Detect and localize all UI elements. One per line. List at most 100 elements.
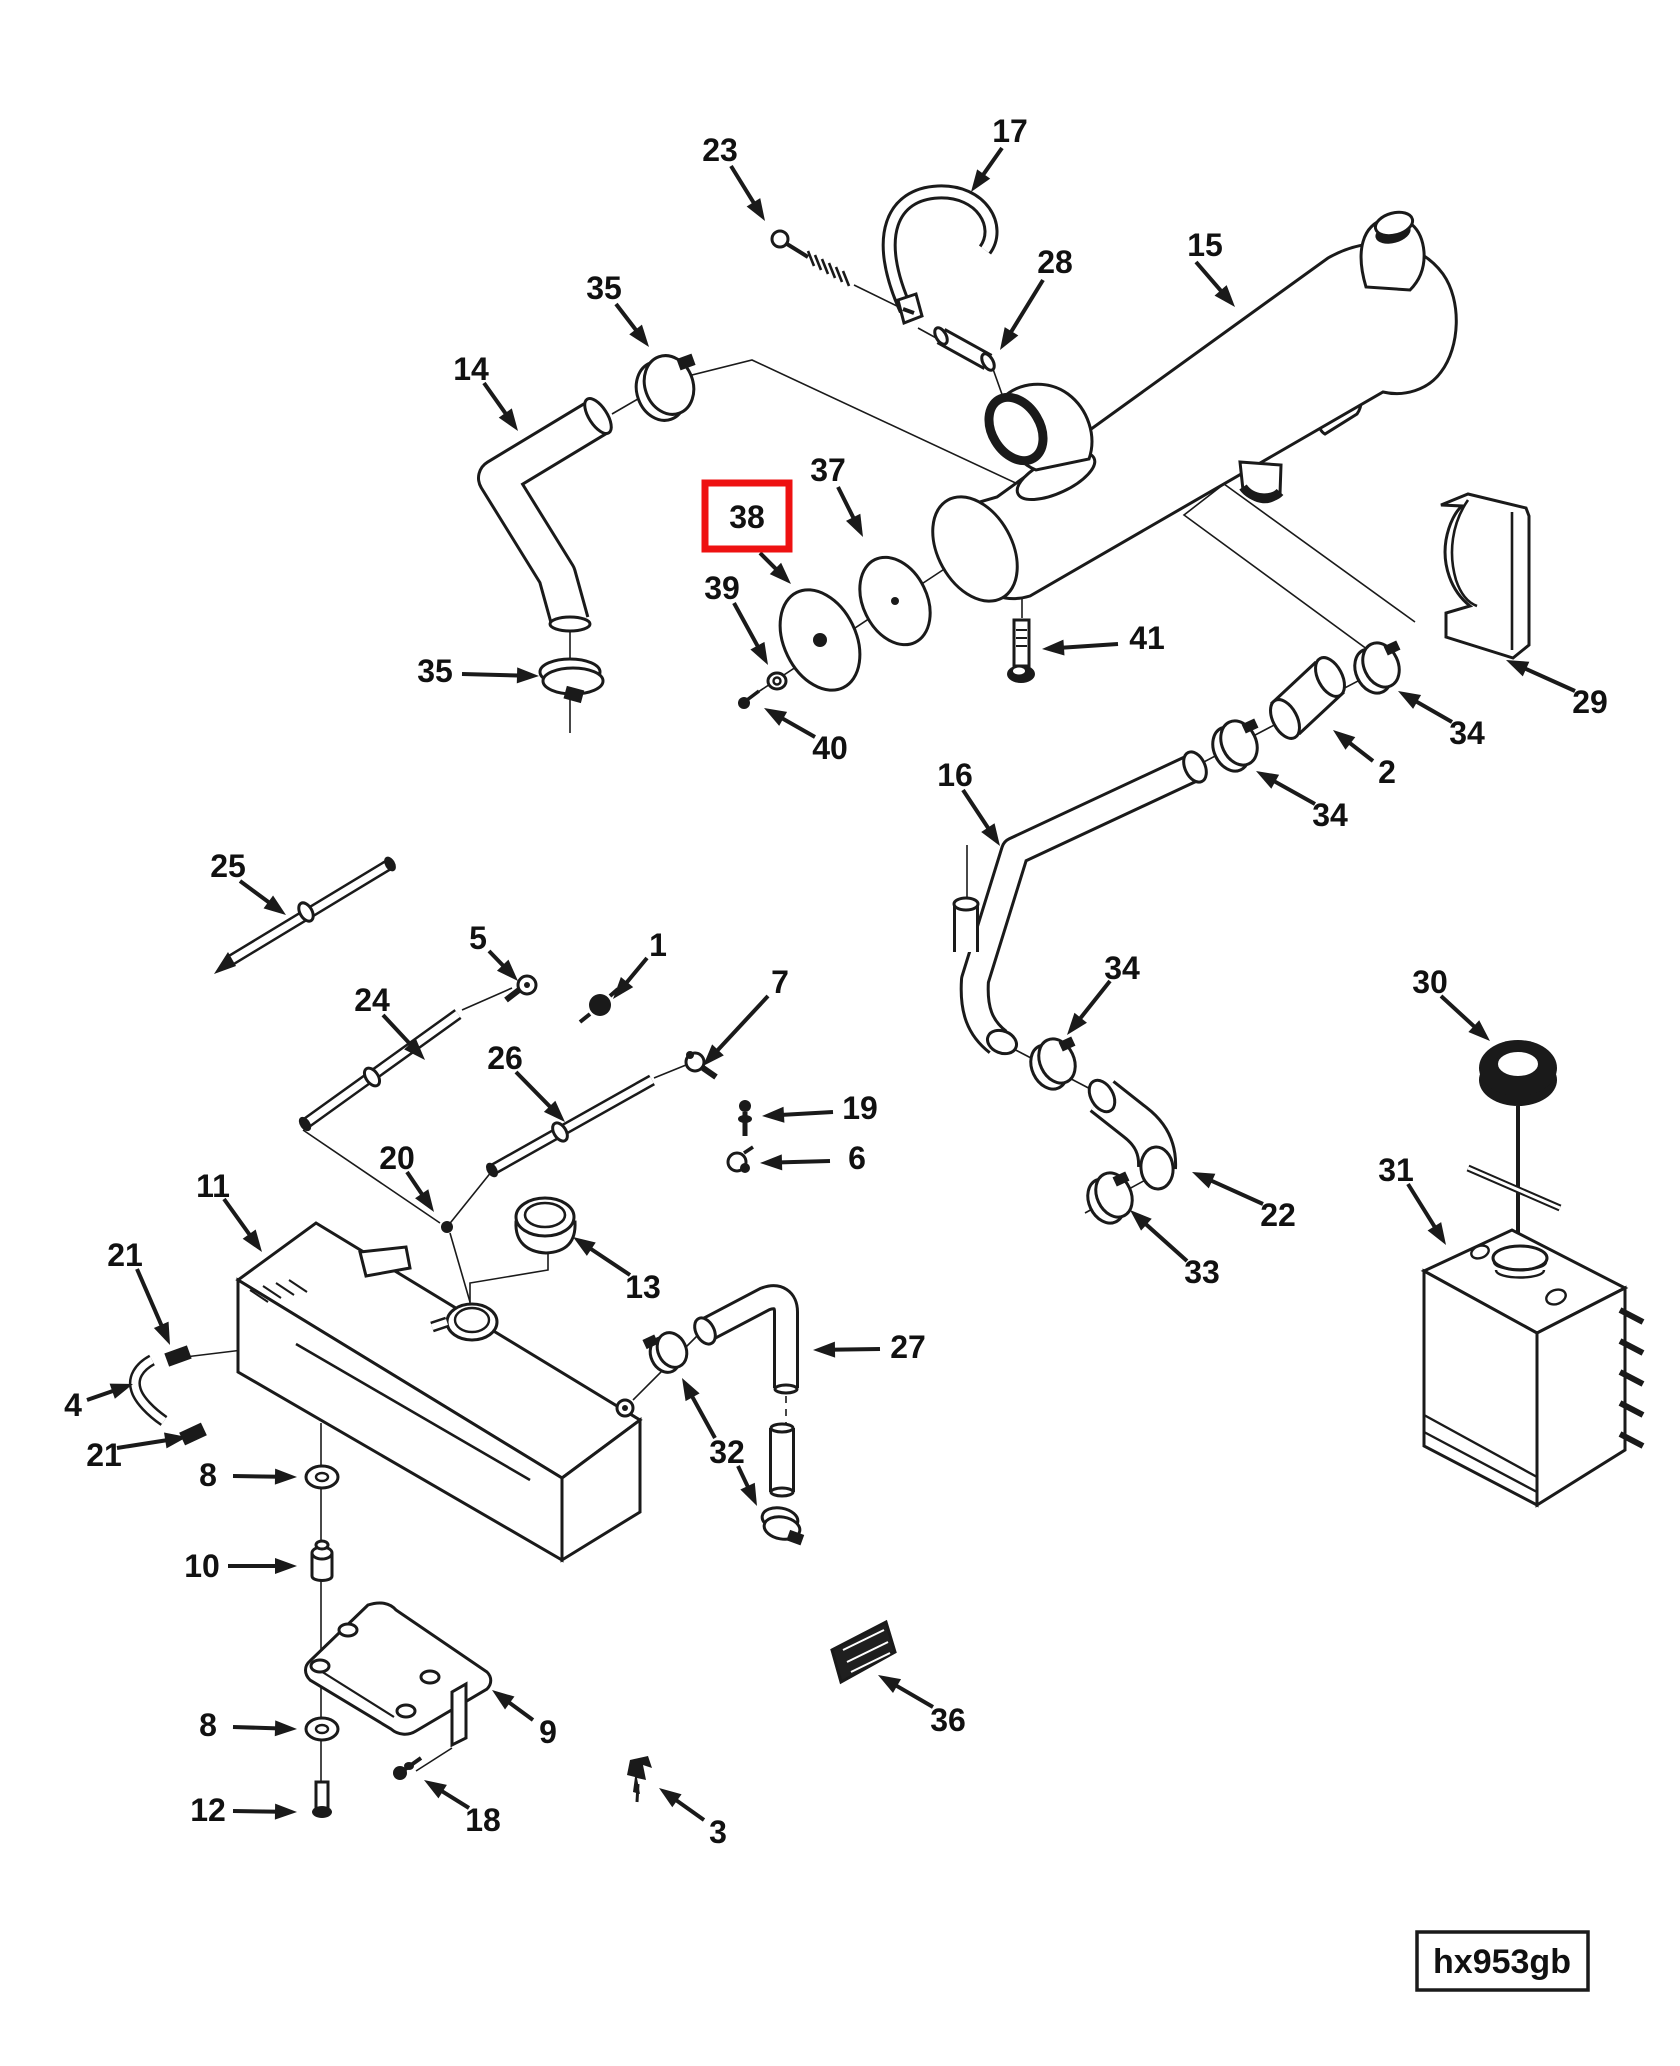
callout-22-34[interactable]: 22: [1192, 1172, 1296, 1233]
callout-label-40[interactable]: 40: [812, 730, 848, 766]
callout-label-29[interactable]: 29: [1572, 684, 1608, 720]
callout-29-12[interactable]: 29: [1506, 660, 1608, 720]
callout-26-22[interactable]: 26: [487, 1040, 565, 1122]
callout-21-30[interactable]: 21: [107, 1237, 170, 1345]
callout-label-19[interactable]: 19: [842, 1090, 878, 1126]
callout-27-32[interactable]: 27: [813, 1329, 926, 1365]
callout-40-10[interactable]: 40: [764, 708, 848, 766]
callout-36-42[interactable]: 36: [878, 1675, 966, 1738]
callout-label-31[interactable]: 31: [1378, 1152, 1414, 1188]
callout-13-29[interactable]: 13: [573, 1237, 661, 1305]
callout-label-32[interactable]: 32: [709, 1434, 745, 1470]
callout-23-0[interactable]: 23: [702, 132, 765, 221]
callout-label-24[interactable]: 24: [354, 982, 390, 1018]
callout-35-9[interactable]: 35: [417, 653, 539, 689]
callout-8-41[interactable]: 8: [199, 1707, 297, 1743]
callout-arrowhead: [492, 1690, 515, 1710]
callout-17-1[interactable]: 17: [971, 113, 1028, 192]
callout-41-11[interactable]: 41: [1042, 620, 1165, 656]
callout-label-33[interactable]: 33: [1184, 1254, 1220, 1290]
callout-label-17[interactable]: 17: [992, 113, 1028, 149]
callout-9-40[interactable]: 9: [492, 1690, 557, 1750]
callout-34-13[interactable]: 34: [1398, 691, 1485, 751]
callout-5-18[interactable]: 5: [469, 920, 518, 981]
callout-30-27[interactable]: 30: [1412, 964, 1490, 1041]
callout-39-8[interactable]: 39: [704, 570, 768, 665]
callout-11-28[interactable]: 11: [196, 1168, 262, 1252]
callout-34-15[interactable]: 34: [1256, 771, 1348, 833]
callout-label-38[interactable]: 38: [729, 499, 765, 535]
callout-label-1[interactable]: 1: [649, 927, 667, 963]
callout-15-3[interactable]: 15: [1187, 227, 1235, 307]
callout-label-36[interactable]: 36: [930, 1702, 966, 1738]
callout-label-34[interactable]: 34: [1104, 950, 1140, 986]
callout-label-7[interactable]: 7: [771, 964, 789, 1000]
callout-18-44[interactable]: 18: [424, 1780, 501, 1838]
callout-2-14[interactable]: 2: [1333, 730, 1396, 790]
callout-label-30[interactable]: 30: [1412, 964, 1448, 1000]
callout-label-25[interactable]: 25: [210, 848, 246, 884]
callout-4-33[interactable]: 4: [64, 1383, 133, 1423]
muffler-end-opening: [931, 495, 1019, 603]
callout-label-3[interactable]: 3: [709, 1814, 727, 1850]
callout-label-28[interactable]: 28: [1037, 244, 1073, 280]
callout-37-6[interactable]: 37: [810, 452, 863, 537]
callout-38-7[interactable]: 38: [701, 479, 793, 584]
callout-19-23[interactable]: 19: [762, 1090, 878, 1126]
callout-label-41[interactable]: 41: [1129, 620, 1165, 656]
callout-25-17[interactable]: 25: [210, 848, 286, 915]
callout-label-22[interactable]: 22: [1260, 1197, 1296, 1233]
callout-7-20[interactable]: 7: [703, 964, 789, 1066]
callout-label-14[interactable]: 14: [453, 351, 489, 387]
callout-34-26[interactable]: 34: [1067, 950, 1140, 1035]
callout-3-45[interactable]: 3: [659, 1788, 727, 1850]
callout-label-16[interactable]: 16: [937, 757, 973, 793]
callout-label-8[interactable]: 8: [199, 1707, 217, 1743]
callout-24-21[interactable]: 24: [354, 982, 425, 1060]
callout-1-19[interactable]: 1: [613, 927, 667, 999]
callout-label-15[interactable]: 15: [1187, 227, 1223, 263]
callout-10-39[interactable]: 10: [184, 1548, 297, 1584]
callout-14-5[interactable]: 14: [453, 351, 518, 431]
callout-label-9[interactable]: 9: [539, 1714, 557, 1750]
callout-arrowhead: [263, 895, 286, 915]
callout-label-27[interactable]: 27: [890, 1329, 926, 1365]
callout-31-31[interactable]: 31: [1378, 1152, 1446, 1245]
callout-label-6[interactable]: 6: [848, 1140, 866, 1176]
callout-label-35[interactable]: 35: [417, 653, 453, 689]
callout-label-34[interactable]: 34: [1449, 715, 1485, 751]
callout-label-18[interactable]: 18: [465, 1802, 501, 1838]
callout-label-12[interactable]: 12: [190, 1792, 226, 1828]
callout-label-2[interactable]: 2: [1378, 754, 1396, 790]
callout-label-26[interactable]: 26: [487, 1040, 523, 1076]
callout-label-23[interactable]: 23: [702, 132, 738, 168]
callout-arrowhead: [1192, 1172, 1216, 1189]
callout-label-13[interactable]: 13: [625, 1269, 661, 1305]
callout-arrow-line: [890, 1681, 935, 1709]
callout-label-34[interactable]: 34: [1312, 797, 1348, 833]
callout-label-39[interactable]: 39: [704, 570, 740, 606]
tank-top-notch: [358, 1245, 412, 1278]
callout-28-2[interactable]: 28: [1000, 244, 1073, 350]
callout-label-5[interactable]: 5: [469, 920, 487, 956]
callout-arrow-line: [687, 1391, 717, 1439]
callout-12-43[interactable]: 12: [190, 1792, 297, 1828]
callout-label-20[interactable]: 20: [379, 1140, 415, 1176]
callout-8-37[interactable]: 8: [199, 1457, 297, 1493]
callout-label-10[interactable]: 10: [184, 1548, 220, 1584]
callout-35-4[interactable]: 35: [586, 270, 649, 347]
callout-6-24[interactable]: 6: [760, 1140, 866, 1176]
callout-label-21[interactable]: 21: [86, 1437, 122, 1473]
callout-16-16[interactable]: 16: [937, 757, 1000, 846]
callout-label-21[interactable]: 21: [107, 1237, 143, 1273]
callout-33-35[interactable]: 33: [1130, 1210, 1220, 1290]
callout-20-25[interactable]: 20: [379, 1140, 434, 1212]
callout-arrow-line: [1140, 1219, 1189, 1263]
callout-label-35[interactable]: 35: [586, 270, 622, 306]
callout-label-8[interactable]: 8: [199, 1457, 217, 1493]
callout-label-11[interactable]: 11: [196, 1168, 230, 1204]
callout-label-4[interactable]: 4: [64, 1387, 82, 1423]
callout-label-37[interactable]: 37: [810, 452, 846, 488]
callout-21-36[interactable]: 21: [86, 1432, 187, 1473]
callout-32-38[interactable]: 32: [682, 1378, 757, 1506]
